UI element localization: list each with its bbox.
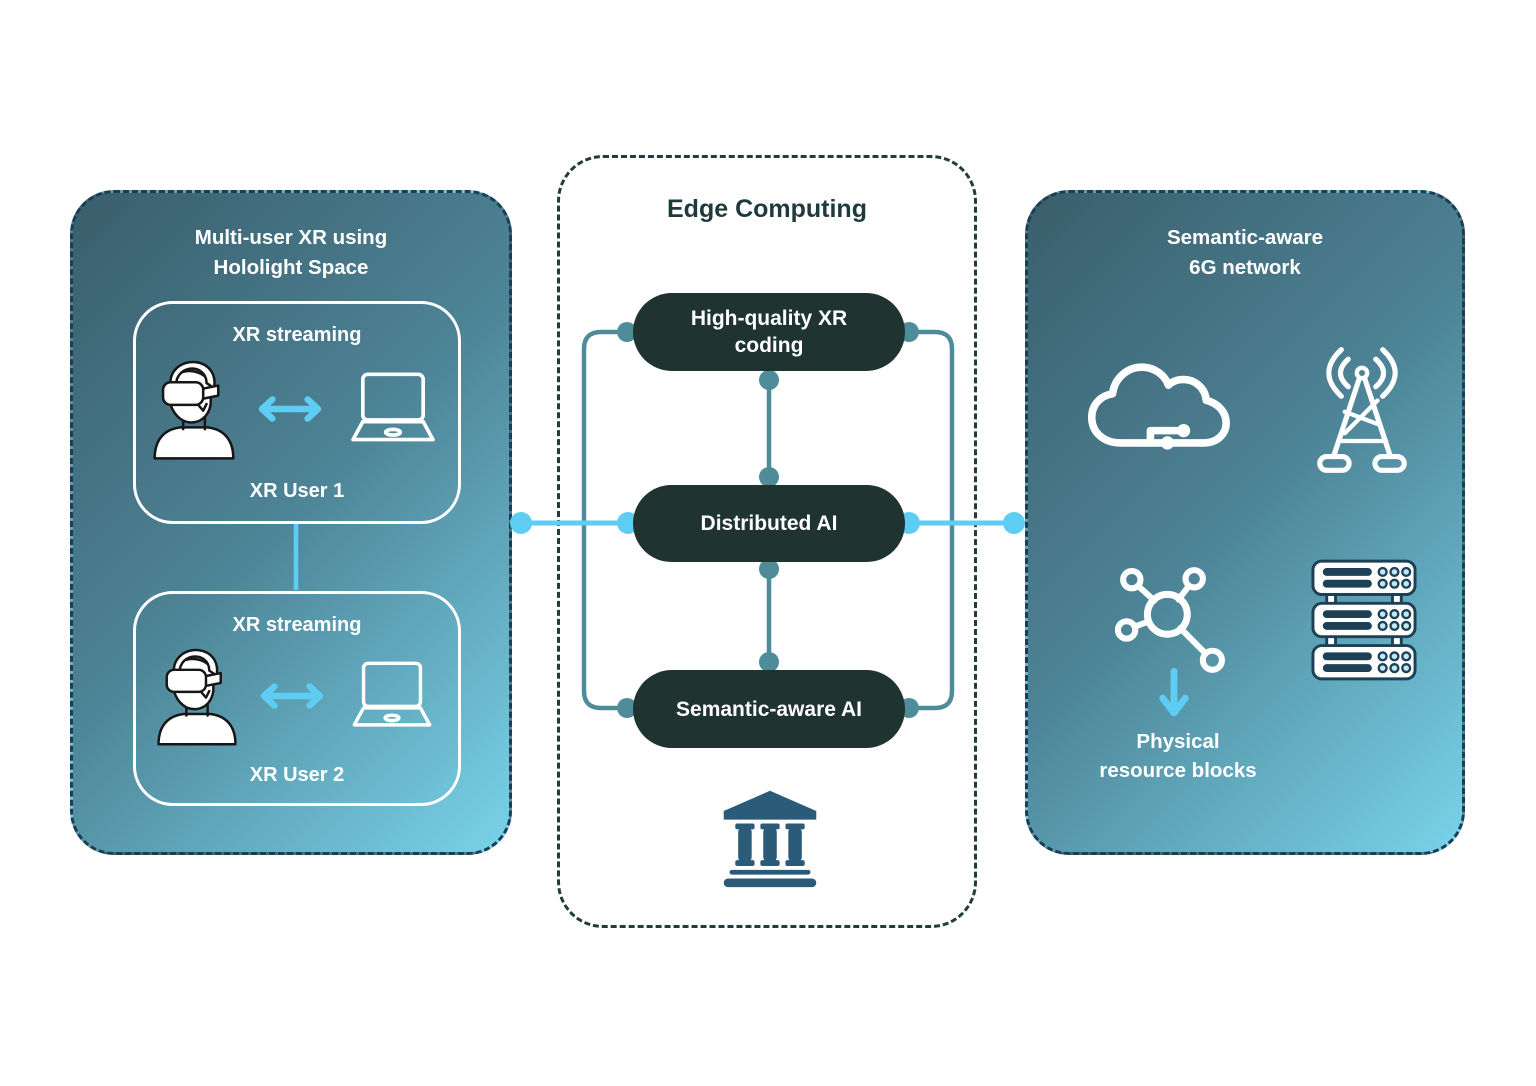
xr-user-1-label: XR User 1 (249, 480, 345, 502)
cloud-icon (1080, 353, 1236, 464)
laptop-icon (342, 657, 442, 740)
right-panel-title: Semantic-aware 6G network (1028, 223, 1462, 283)
left-panel-title-line1: Multi-user XR using (194, 226, 388, 249)
xr-user-2-box: XR streaming (133, 591, 461, 806)
pill-label: Semantic-aware AI (676, 697, 862, 721)
caption-line2: resource blocks (1099, 759, 1257, 782)
xr-streaming-label: XR streaming (232, 324, 362, 346)
multi-user-xr-panel: Multi-user XR using Hololight Space XR s… (70, 190, 512, 855)
edge-computing-panel: Edge Computing High-quality XR coding Di… (557, 155, 977, 928)
right-panel-title-line1: Semantic-aware (1166, 226, 1324, 249)
network-nodes-icon (1111, 559, 1241, 692)
pill-label: High-quality XR coding (690, 307, 848, 357)
caption-line1: Physical (1136, 730, 1220, 753)
pill-distributed-ai: Distributed AI (633, 485, 905, 562)
xr-user-1-box: XR streaming (133, 301, 461, 524)
down-arrow-icon (1156, 667, 1192, 724)
physical-resource-blocks-label: Physical resource blocks (1038, 727, 1318, 785)
semantic-6g-panel: Semantic-aware 6G network (1025, 190, 1465, 855)
edge-computing-title: Edge Computing (667, 195, 867, 223)
server-rack-icon (1311, 559, 1417, 688)
bank-icon (716, 788, 824, 888)
pill-label: Distributed AI (700, 512, 838, 535)
left-panel-title-line2: Hololight Space (213, 256, 369, 279)
pill-semantic-aware-ai: Semantic-aware AI (633, 670, 905, 748)
xr-streaming-label: XR streaming (232, 614, 362, 636)
vr-user-icon (148, 356, 240, 467)
bidirectional-arrow-icon (250, 395, 330, 428)
right-panel-title-line2: 6G network (1189, 256, 1301, 279)
vr-user-icon (152, 645, 242, 752)
laptop-icon (340, 368, 446, 455)
left-panel-title: Multi-user XR using Hololight Space (73, 223, 509, 283)
radio-tower-icon (1306, 335, 1418, 490)
xr-user-2-icon-row (136, 637, 458, 760)
xr-user-1-icon-row (136, 347, 458, 476)
xr-user-2-label: XR User 2 (249, 764, 345, 786)
pill-high-quality-xr-coding: High-quality XR coding (633, 293, 905, 371)
bidirectional-arrow-icon (252, 682, 332, 715)
